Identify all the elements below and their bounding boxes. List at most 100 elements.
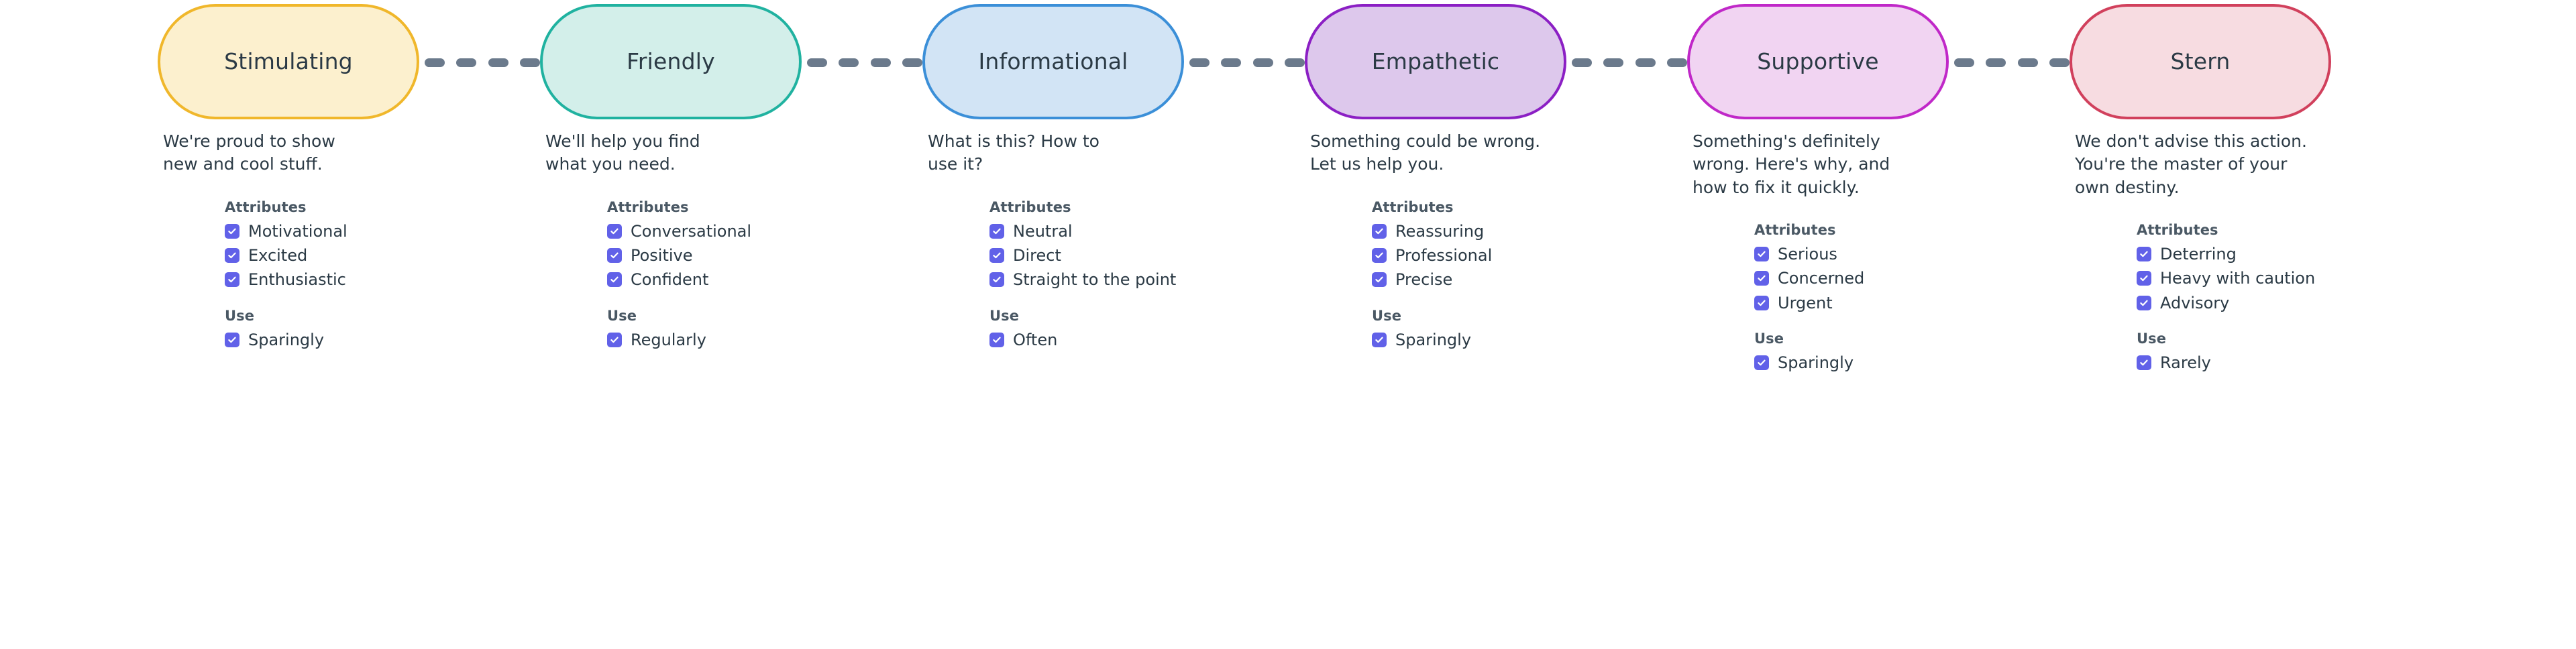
use-item[interactable]: Sparingly: [1754, 354, 2070, 371]
check-icon[interactable]: [607, 332, 622, 347]
attribute-item[interactable]: Enthusiastic: [225, 270, 540, 290]
pill-row: Empathetic: [1305, 0, 1687, 121]
check-icon[interactable]: [989, 248, 1004, 263]
tone-pill-label: Stimulating: [224, 48, 353, 74]
dash-segment: [1986, 58, 2006, 67]
check-icon[interactable]: [989, 272, 1004, 288]
tone-description: Something could be wrong. Let us help yo…: [1310, 131, 1541, 174]
attribute-item-label: Urgent: [1778, 293, 1833, 312]
check-icon[interactable]: [607, 272, 622, 288]
check-icon[interactable]: [1372, 332, 1387, 347]
tone-description: We're proud to show new and cool stuff.: [163, 131, 335, 174]
tone-pill-label: Empathetic: [1371, 48, 1500, 74]
attribute-item[interactable]: Precise: [1372, 270, 1687, 290]
check-icon[interactable]: [1754, 355, 1769, 371]
attribute-item[interactable]: Excited: [225, 245, 540, 265]
use-item[interactable]: Regularly: [607, 331, 922, 349]
check-icon[interactable]: [607, 248, 622, 263]
attribute-item-label: Conversational: [631, 221, 752, 241]
attribute-item[interactable]: Serious: [1754, 245, 2070, 263]
check-icon[interactable]: [2137, 295, 2151, 310]
attribute-item-label: Excited: [248, 245, 308, 265]
check-icon[interactable]: [607, 223, 622, 239]
use-item-label: Often: [1013, 330, 1058, 349]
attribute-item[interactable]: Motivational: [225, 221, 540, 241]
check-icon[interactable]: [225, 332, 239, 347]
dashed-line-icon: [1954, 58, 2070, 67]
attribute-item-label: Neutral: [1013, 221, 1073, 241]
dash-segment: [2017, 58, 2038, 67]
check-icon[interactable]: [225, 223, 239, 239]
attribute-item[interactable]: Heavy with caution: [2137, 269, 2452, 288]
tone-pill[interactable]: Informational: [922, 4, 1184, 119]
attribute-item-label: Enthusiastic: [248, 270, 346, 290]
check-icon[interactable]: [1754, 246, 1769, 261]
use-item[interactable]: Often: [989, 331, 1305, 349]
check-icon[interactable]: [1372, 248, 1387, 263]
tone-pill[interactable]: Friendly: [540, 4, 802, 119]
use-item-label: Sparingly: [1778, 353, 1854, 372]
check-icon[interactable]: [1754, 271, 1769, 286]
attribute-item-label: Motivational: [248, 221, 347, 241]
attribute-item[interactable]: Confident: [607, 271, 922, 289]
attribute-item-label: Precise: [1395, 270, 1453, 290]
attribute-item[interactable]: Conversational: [607, 221, 922, 241]
attribute-item[interactable]: Professional: [1372, 246, 1687, 264]
attribute-item-label: Concerned: [1778, 269, 1865, 288]
attribute-item[interactable]: Positive: [607, 246, 922, 264]
attribute-group-title: Attributes: [607, 198, 689, 215]
check-icon[interactable]: [225, 272, 239, 288]
use-item[interactable]: Sparingly: [225, 331, 540, 349]
dash-segment: [902, 58, 922, 67]
tone-pill[interactable]: Empathetic: [1305, 4, 1566, 119]
attribute-item[interactable]: Reassuring: [1372, 221, 1687, 241]
attribute-item[interactable]: Neutral: [989, 221, 1305, 241]
attribute-item-label: Direct: [1013, 245, 1061, 265]
attribute-item[interactable]: Concerned: [1754, 269, 2070, 288]
dash-segment: [1954, 58, 1974, 67]
attribute-item[interactable]: Advisory: [2137, 294, 2452, 312]
attribute-item-label: Deterring: [2160, 244, 2237, 263]
tone-pill[interactable]: Stimulating: [158, 4, 419, 119]
attribute-item[interactable]: Deterring: [2137, 245, 2452, 263]
use-item[interactable]: Sparingly: [1372, 331, 1687, 349]
use-item-label: Sparingly: [1395, 330, 1472, 349]
attribute-item[interactable]: Urgent: [1754, 294, 2070, 312]
tone-pill[interactable]: Supportive: [1687, 4, 1949, 119]
check-icon[interactable]: [2137, 271, 2151, 286]
check-icon[interactable]: [1372, 272, 1387, 288]
pill-row: Informational: [922, 0, 1305, 121]
use-item[interactable]: Rarely: [2137, 354, 2452, 371]
check-icon[interactable]: [989, 223, 1004, 239]
check-icon[interactable]: [1372, 223, 1387, 239]
check-icon[interactable]: [989, 332, 1004, 347]
check-icon[interactable]: [2137, 355, 2151, 371]
attribute-item[interactable]: Straight to the point: [989, 271, 1305, 289]
attribute-item-label: Reassuring: [1395, 221, 1485, 241]
attribute-item[interactable]: Direct: [989, 245, 1305, 265]
attribute-item-label: Heavy with caution: [2160, 269, 2316, 288]
check-icon[interactable]: [1754, 295, 1769, 310]
dash-segment: [1572, 58, 1592, 67]
dash-segment: [839, 58, 859, 67]
dash-segment: [870, 58, 891, 67]
check-icon[interactable]: [225, 248, 239, 263]
check-icon[interactable]: [2137, 246, 2151, 261]
use-group-title: Use: [1372, 307, 1402, 324]
tone-pill-label: Friendly: [627, 48, 715, 74]
tone-description: Something's definitely wrong. Here's why…: [1693, 131, 1890, 197]
tone-pill[interactable]: Stern: [2070, 4, 2331, 119]
